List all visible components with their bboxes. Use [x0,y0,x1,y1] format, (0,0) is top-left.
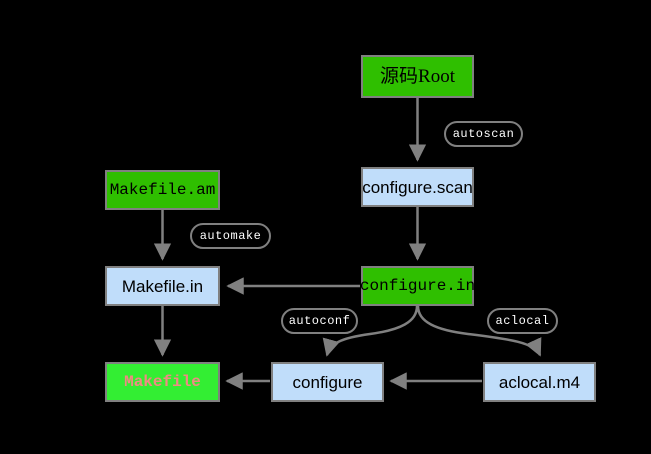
node-makefile-am[interactable]: Makefile.am [105,170,220,210]
node-source-root[interactable]: 源码Root [361,55,474,98]
edge-label-automake[interactable]: automake [190,223,271,249]
edge-label-autoconf[interactable]: autoconf [281,308,358,334]
node-configure[interactable]: configure [271,362,384,402]
node-configure-scan[interactable]: configure.scan [361,167,474,207]
edge-label-aclocal[interactable]: aclocal [487,308,558,334]
node-makefile[interactable]: Makefile [105,362,220,402]
edge-label-autoscan[interactable]: autoscan [444,121,523,147]
node-aclocal-m4[interactable]: aclocal.m4 [483,362,596,402]
node-configure-in[interactable]: configure.in [360,266,475,306]
node-makefile-in[interactable]: Makefile.in [105,266,220,306]
